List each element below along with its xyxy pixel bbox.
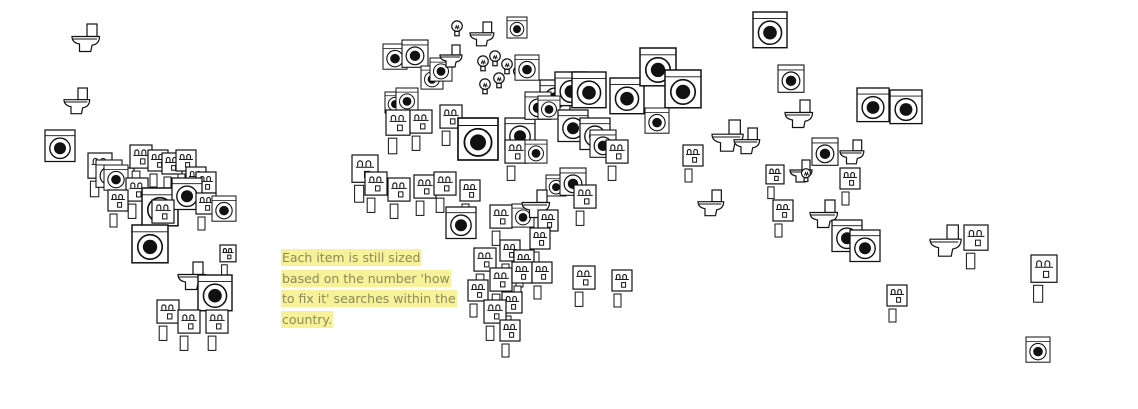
- washing-machine-icon: [571, 71, 607, 109]
- water-heater-icon: [772, 199, 794, 238]
- light-bulb-icon: [493, 72, 505, 89]
- light-bulb-icon: [479, 78, 491, 95]
- water-heater-icon: [107, 189, 129, 228]
- toilet-icon: [521, 189, 551, 219]
- water-heater-icon: [531, 261, 553, 300]
- washing-machine-icon: [557, 109, 589, 143]
- toilet-icon: [809, 199, 839, 229]
- water-heater-icon: [573, 184, 597, 226]
- water-heater-icon: [1030, 254, 1058, 303]
- washing-machine-icon: [752, 11, 788, 49]
- water-heater-icon: [839, 167, 861, 206]
- toilet-icon: [929, 224, 962, 257]
- toilet-icon: [71, 23, 101, 53]
- washing-machine-icon: [131, 224, 169, 264]
- light-bulb-icon: [477, 55, 489, 72]
- light-bulb-icon: [501, 58, 513, 75]
- washing-machine-icon: [103, 164, 129, 191]
- washing-machine-icon: [457, 117, 499, 161]
- annotation-line-1: Each item is still sized: [281, 249, 422, 266]
- water-heater-icon: [529, 227, 551, 266]
- water-heater-icon: [886, 284, 908, 323]
- annotation-text: Each item is still sized based on the nu…: [281, 248, 461, 330]
- icon-layer: [44, 11, 1058, 363]
- water-heater-icon: [156, 299, 180, 341]
- toilet-icon: [63, 87, 91, 115]
- water-heater-icon: [682, 144, 704, 183]
- toilet-icon: [469, 21, 495, 47]
- washing-machine-icon: [506, 16, 528, 39]
- washing-machine-icon: [644, 107, 670, 134]
- water-heater-icon: [387, 177, 411, 219]
- washing-machine-icon: [401, 39, 429, 68]
- toilet-icon: [711, 119, 744, 152]
- water-heater-icon: [605, 139, 629, 181]
- water-heater-icon: [572, 265, 596, 307]
- washing-machine-icon: [889, 89, 923, 125]
- water-heater-icon: [504, 139, 528, 181]
- light-bulb-icon: [800, 168, 812, 183]
- light-bulb-icon: [451, 20, 463, 37]
- water-heater-icon: [385, 109, 411, 155]
- water-heater-icon: [433, 171, 457, 213]
- washing-machine-icon: [395, 87, 419, 112]
- water-heater-icon: [611, 269, 633, 308]
- washing-machine-icon: [811, 137, 839, 166]
- water-heater-icon: [195, 192, 217, 231]
- water-heater-icon: [467, 279, 489, 318]
- water-heater-icon: [413, 174, 437, 216]
- annotation-line-2: based on the number 'how: [281, 269, 451, 287]
- toilet-icon: [733, 127, 761, 155]
- toilet-icon: [439, 44, 463, 68]
- washing-machine-icon: [44, 129, 76, 163]
- water-heater-icon: [439, 104, 463, 146]
- water-heater-icon: [177, 309, 201, 351]
- water-heater-icon: [483, 299, 507, 341]
- washing-machine-icon: [1025, 336, 1051, 363]
- washing-machine-icon: [664, 69, 702, 109]
- washing-machine-icon: [197, 274, 233, 312]
- washing-machine-icon: [856, 87, 890, 123]
- water-heater-icon: [364, 171, 388, 213]
- annotation-line-4: country.: [281, 310, 333, 328]
- washing-machine-icon: [524, 139, 548, 164]
- water-heater-icon: [219, 244, 237, 276]
- toilet-icon: [697, 189, 725, 217]
- water-heater-icon: [409, 109, 433, 151]
- washing-machine-icon: [445, 206, 477, 240]
- water-heater-icon: [205, 309, 229, 351]
- washing-machine-icon: [514, 54, 540, 81]
- washing-machine-icon: [849, 229, 881, 263]
- water-heater-icon: [499, 319, 521, 358]
- water-heater-icon: [765, 164, 785, 200]
- washing-machine-icon: [537, 95, 561, 120]
- washing-machine-icon: [211, 195, 237, 222]
- washing-machine-icon: [777, 64, 805, 93]
- water-heater-icon: [963, 224, 989, 270]
- washing-machine-icon: [609, 77, 645, 115]
- toilet-icon: [839, 139, 865, 165]
- light-bulb-icon: [489, 50, 501, 67]
- annotation-line-3: to fix it' searches within the: [281, 290, 457, 307]
- water-heater-icon: [489, 204, 513, 246]
- toilet-icon: [784, 99, 814, 129]
